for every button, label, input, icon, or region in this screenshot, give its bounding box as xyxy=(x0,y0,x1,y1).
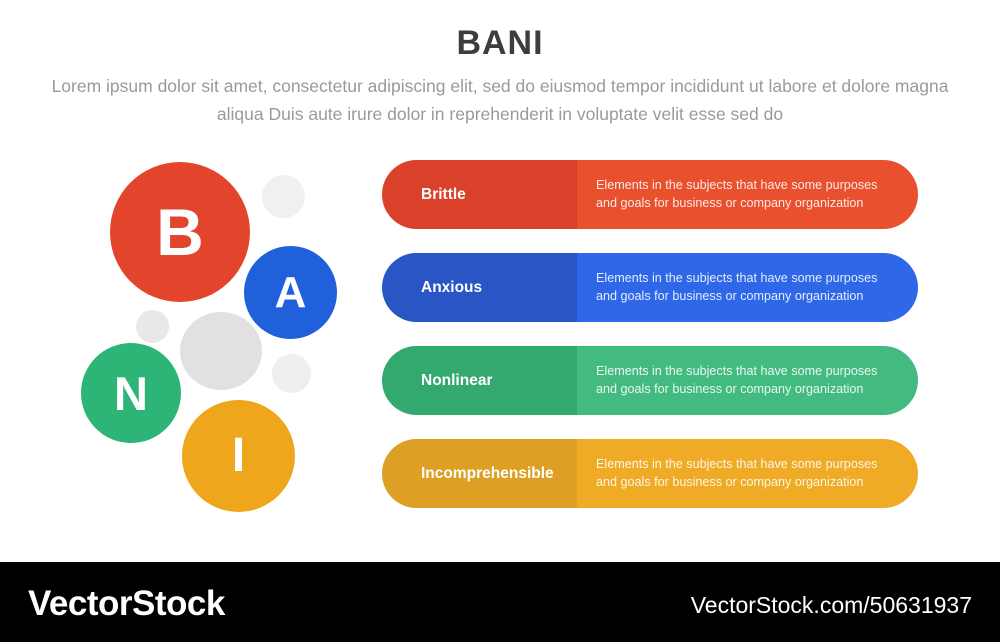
content-bar-description-line2: and goals for business or company organi… xyxy=(596,474,864,489)
content-bar-description-panel: Elements in the subjects that have some … xyxy=(577,439,918,508)
content-bar-title: Nonlinear xyxy=(421,371,493,389)
page-subtitle: Lorem ipsum dolor sit amet, consectetur … xyxy=(51,76,949,124)
content-bar-nonlinear: Nonlinear Elements in the subjects that … xyxy=(382,346,918,415)
content-bar-description-line1: Elements in the subjects that have some … xyxy=(596,271,878,285)
letter-circle-anxious: A xyxy=(244,246,337,339)
decorative-circle-4 xyxy=(272,354,311,393)
letter-circle-label: B xyxy=(156,195,204,269)
content-bar-description-line2: and goals for business or company organi… xyxy=(596,381,864,396)
content-bar-label-panel: Incomprehensible xyxy=(382,439,577,508)
decorative-circle-1 xyxy=(262,175,305,218)
letter-circle-brittle: B xyxy=(110,162,250,302)
decorative-circle-2 xyxy=(136,310,169,343)
content-bar-description-line2: and goals for business or company organi… xyxy=(596,288,864,303)
content-bar-label-panel: Nonlinear xyxy=(382,346,577,415)
content-bar-brittle: Brittle Elements in the subjects that ha… xyxy=(382,160,918,229)
letter-circle-nonlinear: N xyxy=(81,343,181,443)
content-bar-description-panel: Elements in the subjects that have some … xyxy=(577,253,918,322)
letter-circle-label: I xyxy=(231,429,246,482)
content-bar-description-line2: and goals for business or company organi… xyxy=(596,195,864,210)
letter-circle-label: A xyxy=(274,267,307,317)
content-bar-title: Incomprehensible xyxy=(421,464,554,482)
content-bar-description-panel: Elements in the subjects that have some … xyxy=(577,346,918,415)
content-bar-incomprehensible: Incomprehensible Elements in the subject… xyxy=(382,439,918,508)
content-bar-title: Brittle xyxy=(421,185,466,203)
watermark-footer: VectorStock VectorStock.com/50631937 xyxy=(0,562,1000,642)
content-bar-description-panel: Elements in the subjects that have some … xyxy=(577,160,918,229)
content-bar-description-line1: Elements in the subjects that have some … xyxy=(596,457,878,471)
content-bar-label-panel: Anxious xyxy=(382,253,577,322)
content-bar-description-line1: Elements in the subjects that have some … xyxy=(596,364,878,378)
decorative-circle-3 xyxy=(180,312,262,390)
content-bar-anxious: Anxious Elements in the subjects that ha… xyxy=(382,253,918,322)
content-bar-list: Brittle Elements in the subjects that ha… xyxy=(382,160,918,508)
letter-circle-incomprehensible: I xyxy=(182,400,295,512)
footer-brand: VectorStock xyxy=(28,584,225,623)
content-bar-description-line1: Elements in the subjects that have some … xyxy=(596,178,878,192)
footer-url: VectorStock.com/50631937 xyxy=(690,592,972,618)
content-bar-title: Anxious xyxy=(421,278,483,296)
content-bar-label-panel: Brittle xyxy=(382,160,577,229)
letter-circle-label: N xyxy=(114,366,148,420)
page-title: BANI xyxy=(456,24,544,62)
circle-cluster-diagram: B A N I xyxy=(0,0,380,560)
